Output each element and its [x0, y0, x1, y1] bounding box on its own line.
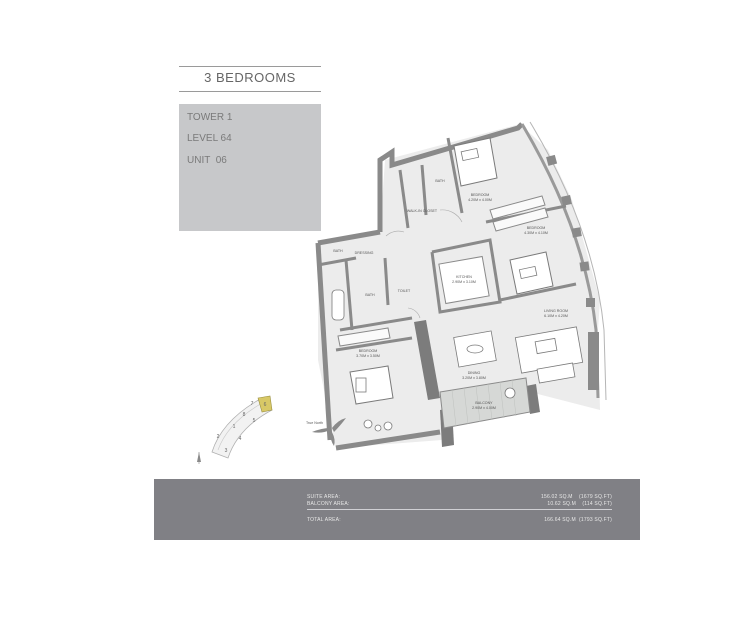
svg-text:WALK-IN CLOSET: WALK-IN CLOSET	[407, 209, 438, 213]
svg-text:6.10M x 4.20M: 6.10M x 4.20M	[544, 314, 568, 318]
balcony-area-value: 10.62 SQ.M (114 SQ.FT)	[547, 501, 612, 507]
pillow	[355, 147, 538, 393]
svg-text:KITCHEN: KITCHEN	[456, 275, 472, 279]
unit-info-box: TOWER 1 LEVEL 64 UNIT 06	[179, 104, 321, 231]
facade-columns	[546, 154, 599, 390]
lounge-chairs	[363, 419, 393, 432]
door-swings	[385, 209, 463, 319]
svg-text:LIVING ROOM: LIVING ROOM	[544, 309, 568, 313]
svg-text:TOILET: TOILET	[398, 289, 411, 293]
interior-walls	[317, 137, 577, 352]
title-top-rule	[179, 66, 321, 67]
room-labels: BEDROOM 4.20M x 4.00M BEDROOM 4.30M x 4.…	[333, 179, 568, 410]
total-area-label: TOTAL AREA:	[307, 517, 341, 523]
balcony-area-label: BALCONY AREA:	[307, 501, 350, 507]
balcony	[439, 377, 531, 429]
svg-text:4.20M x 4.00M: 4.20M x 4.00M	[468, 198, 492, 202]
svg-text:7: 7	[251, 401, 254, 407]
suite-area-value: 156.02 SQ.M (1679 SQ.FT)	[541, 494, 612, 500]
kitchen-counter	[438, 255, 490, 305]
svg-text:True North: True North	[306, 421, 323, 425]
svg-text:BATH: BATH	[365, 293, 375, 297]
svg-text:BATH: BATH	[435, 179, 445, 183]
bathtub	[331, 289, 345, 321]
wardrobe	[337, 195, 549, 347]
north-arrow-icon: True North	[306, 418, 346, 446]
key-plan-highlight	[257, 395, 273, 413]
svg-text:3.20M x 3.80M: 3.20M x 3.80M	[462, 376, 486, 380]
area-summary: SUITE AREA: 156.02 SQ.M (1679 SQ.FT) BAL…	[154, 479, 640, 540]
dining-table	[453, 330, 497, 368]
svg-text:BEDROOM: BEDROOM	[471, 193, 490, 197]
svg-text:5: 5	[253, 418, 256, 424]
total-area-value: 166.64 SQ.M (1793 SQ.FT)	[544, 517, 612, 523]
area-divider	[307, 509, 612, 510]
unit-label: UNIT 06	[187, 155, 227, 166]
svg-text:2: 2	[217, 434, 220, 440]
living-furniture	[514, 326, 584, 384]
svg-text:1: 1	[233, 424, 236, 430]
key-plan: 6 7 8 5 1 2 4 3	[197, 395, 273, 464]
svg-text:DRESSING: DRESSING	[355, 251, 374, 255]
svg-text:BATH: BATH	[333, 249, 343, 253]
svg-text:4: 4	[239, 436, 242, 442]
svg-text:3: 3	[225, 448, 228, 454]
svg-text:BEDROOM: BEDROOM	[359, 349, 378, 353]
svg-text:BALCONY: BALCONY	[475, 401, 493, 405]
suite-area-label: SUITE AREA:	[307, 494, 341, 500]
bed	[349, 137, 554, 405]
key-plan-north-icon	[197, 452, 201, 464]
page-title: 3 BEDROOMS	[204, 70, 296, 85]
tower-label: TOWER 1	[187, 112, 233, 123]
title-bottom-rule	[179, 91, 321, 92]
svg-text:4.30M x 4.10M: 4.30M x 4.10M	[524, 231, 548, 235]
exterior-walls	[315, 122, 524, 451]
svg-text:2.90M x 4.00M: 2.90M x 4.00M	[472, 406, 496, 410]
svg-text:6: 6	[264, 402, 267, 408]
svg-text:8: 8	[243, 412, 246, 418]
level-label: LEVEL 64	[187, 133, 232, 144]
svg-text:2.90M x 3.10M: 2.90M x 3.10M	[452, 280, 476, 284]
svg-text:DINING: DINING	[468, 371, 481, 375]
svg-text:3.70M x 3.50M: 3.70M x 3.50M	[356, 354, 380, 358]
svg-text:BEDROOM: BEDROOM	[527, 226, 546, 230]
